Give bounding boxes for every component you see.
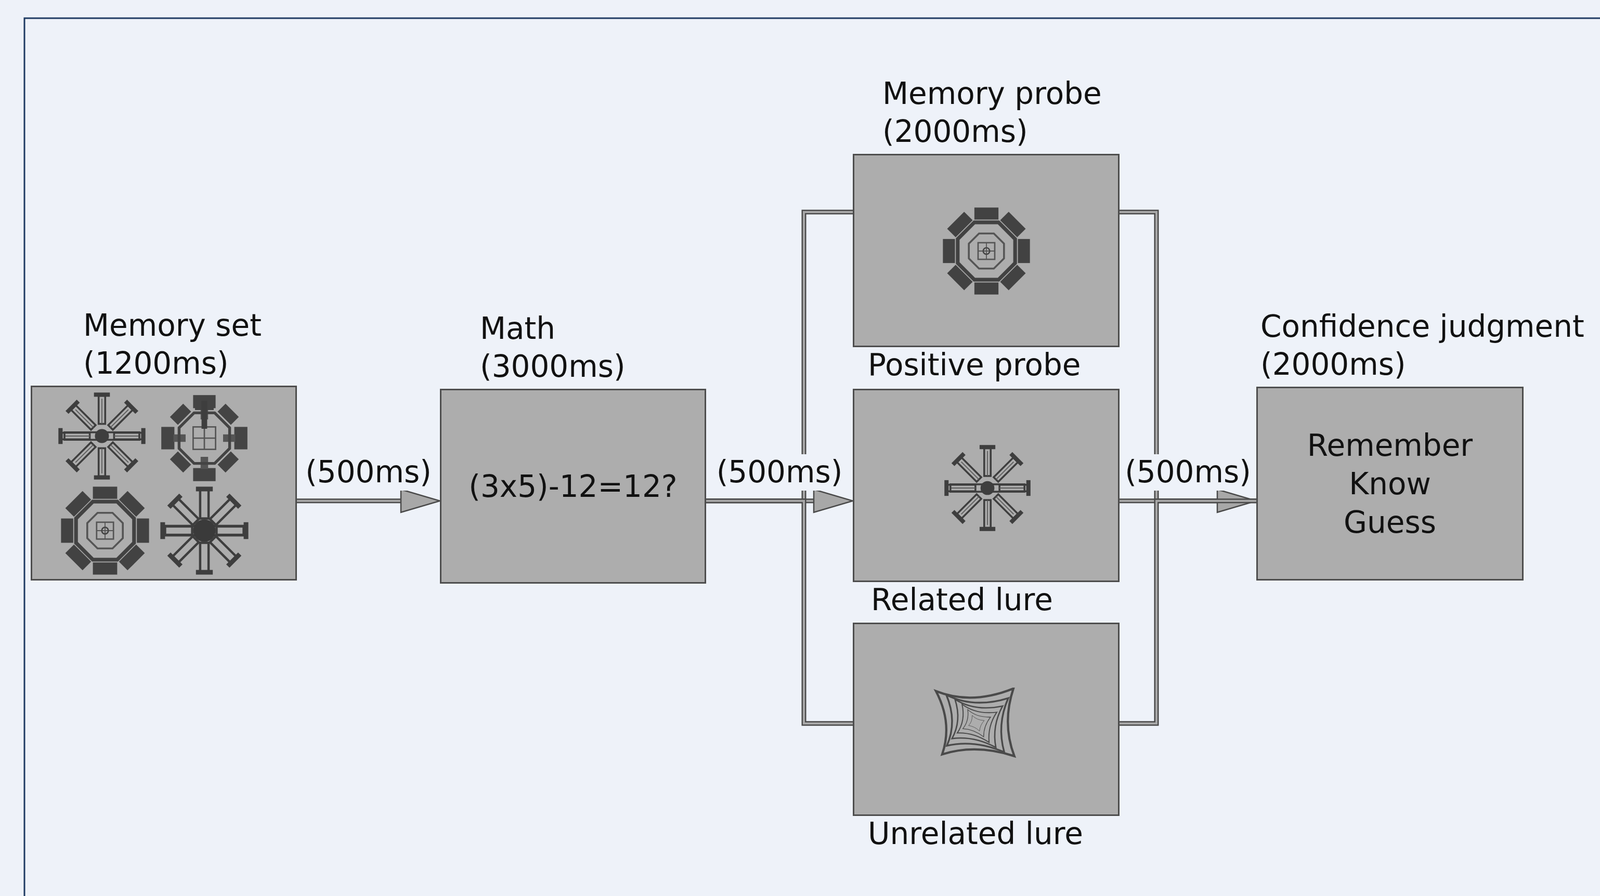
stage-heading: Memory set (1200ms) <box>83 306 302 383</box>
label-patch: (500ms) <box>1121 454 1255 491</box>
frame-line <box>24 18 1600 896</box>
probe-box: Related lure <box>852 388 1120 583</box>
label-patch: (500ms) <box>713 454 847 491</box>
text-holder: Memory set (1200ms) <box>83 306 302 383</box>
math-problem: (3x5)-12=12? <box>468 466 678 506</box>
connector-outline <box>1119 212 1257 502</box>
connector-outline <box>1119 501 1257 724</box>
connector-arrow <box>706 212 853 502</box>
text-holder: Memory probe (2000ms) <box>882 74 1143 151</box>
connector-line <box>706 501 853 724</box>
connector-line <box>1119 212 1257 502</box>
related-lure-stimulus <box>854 390 1118 581</box>
text-holder: Remember Know Guess <box>1301 425 1479 542</box>
trial-stage-box: Math (3000ms)(3x5)-12=12? <box>439 388 707 584</box>
text-holder: Math (3000ms) <box>479 309 647 386</box>
label-patch: (500ms) <box>302 454 435 491</box>
stage-heading: Confidence judgment (2000ms) <box>1260 307 1596 384</box>
connector-line <box>1119 501 1257 724</box>
connector-arrow <box>1119 212 1257 502</box>
text-holder: Confidence judgment (2000ms) <box>1260 307 1596 384</box>
connector-arrow <box>296 489 440 513</box>
probe-box: Memory probe (2000ms)Positive probe <box>852 153 1120 348</box>
probe-label: Related lure <box>870 582 1053 618</box>
edge-label: (500ms) <box>305 454 432 491</box>
edge-label: (500ms) <box>1124 454 1252 491</box>
text-holder: Related lure <box>870 582 1121 618</box>
connector-outline <box>296 498 402 504</box>
trial-stage-box: Memory set (1200ms) <box>30 385 297 581</box>
text-holder: (3x5)-12=12? <box>441 466 705 506</box>
probe-label: Positive probe <box>867 347 1081 383</box>
connector-outline <box>706 212 853 502</box>
connector-line <box>706 212 853 502</box>
stage-heading: Memory probe (2000ms) <box>882 74 1143 151</box>
positive-probe-stimulus <box>854 155 1118 346</box>
text-holder: Positive probe <box>867 347 1118 383</box>
trial-stage-box: Confidence judgment (2000ms)Remember Kno… <box>1256 386 1524 581</box>
arrow-head <box>813 489 853 513</box>
connector-line <box>296 500 402 503</box>
arrow-head <box>400 489 440 513</box>
probe-label: Unrelated lure <box>867 816 1084 852</box>
text-holder: Unrelated lure <box>867 816 1118 852</box>
stage-heading: Math (3000ms) <box>479 309 647 386</box>
response-options: Remember Know Guess <box>1301 425 1479 542</box>
probe-box: Unrelated lure <box>852 622 1120 817</box>
unrelated-lure-stimulus <box>854 624 1118 815</box>
memory-set-stimuli <box>32 387 296 580</box>
edge-label: (500ms) <box>716 454 843 491</box>
connector-outline <box>706 501 853 724</box>
connector-arrow <box>1119 501 1257 724</box>
connector-arrow <box>706 501 853 724</box>
